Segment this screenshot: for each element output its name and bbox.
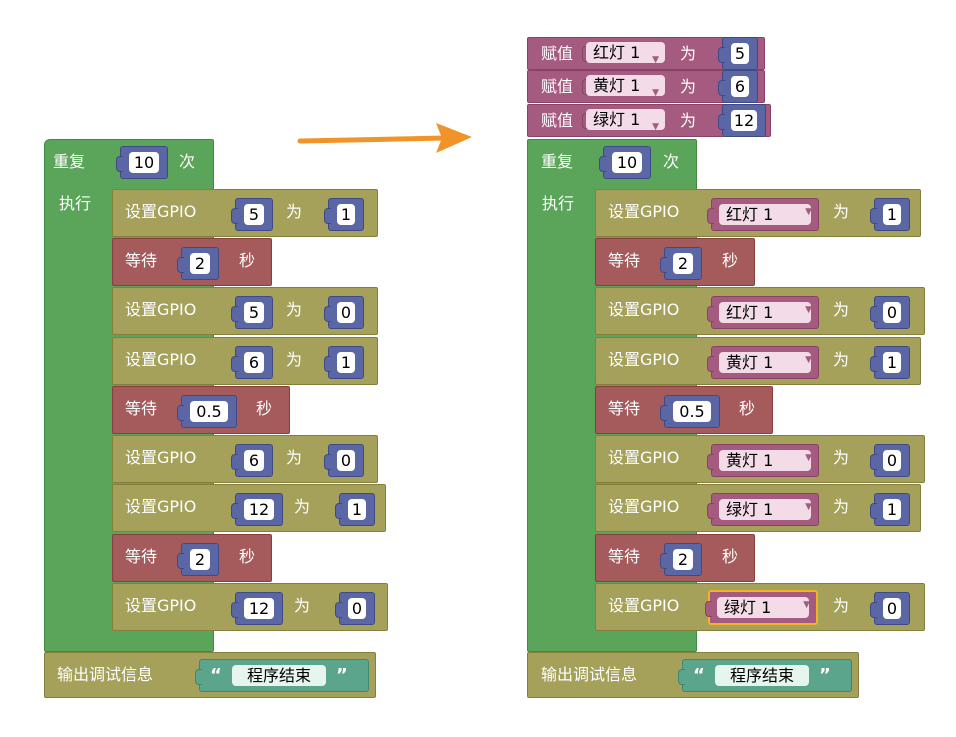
left-gpio-block[interactable]: 设置GPIO 12 为 0 xyxy=(112,583,388,631)
value-input[interactable]: 0 xyxy=(335,592,375,625)
wait-seconds-input[interactable]: 0.5 xyxy=(177,395,237,428)
dropdown-arrow-icon: ▼ xyxy=(805,502,812,512)
repeat-count-input[interactable]: 10 xyxy=(116,146,168,179)
value-input[interactable]: 1 xyxy=(324,346,364,379)
right-gpio-block[interactable]: 设置GPIO 绿灯 1▼ 为 1 xyxy=(595,484,921,532)
wait-seconds-input[interactable]: 2 xyxy=(177,543,219,576)
left-gpio-block[interactable]: 设置GPIO 5 为 1 xyxy=(112,189,378,237)
times-label: 次 xyxy=(663,152,680,171)
left-wait-block[interactable]: 等待 0.5 秒 xyxy=(112,386,290,434)
wait-seconds-input[interactable]: 0.5 xyxy=(660,395,720,428)
right-gpio-block[interactable]: 设置GPIO 红灯 1▼ 为 1 xyxy=(595,189,921,237)
repeat-label: 重复 xyxy=(541,152,574,171)
right-assign-block[interactable]: 赋值 绿灯 1▼ 为 12 xyxy=(527,104,771,137)
variable-dropdown[interactable]: 红灯 1▼ xyxy=(707,198,819,231)
do-label: 执行 xyxy=(542,194,575,213)
text-literal[interactable]: “ 程序结束 ” xyxy=(678,659,852,692)
right-wait-block[interactable]: 等待 2 秒 xyxy=(595,534,755,582)
dropdown-arrow-icon: ▼ xyxy=(805,355,812,365)
right-assign-block[interactable]: 赋值 黄灯 1▼ 为 6 xyxy=(527,70,765,103)
right-wait-block[interactable]: 等待 2 秒 xyxy=(595,238,755,286)
value-input[interactable]: 0 xyxy=(870,296,910,329)
value-input[interactable]: 0 xyxy=(324,296,364,329)
dropdown-arrow-icon: ▼ xyxy=(652,55,659,65)
value-input[interactable]: 0 xyxy=(870,444,910,477)
dropdown-arrow-icon: ▼ xyxy=(805,305,812,315)
right-gpio-block[interactable]: 设置GPIO 黄灯 1▼ 为 1 xyxy=(595,337,921,385)
variable-dropdown[interactable]: 黄灯 1▼ xyxy=(707,346,819,379)
pin-input[interactable]: 6 xyxy=(231,444,273,477)
left-wait-block[interactable]: 等待 2 秒 xyxy=(112,238,272,286)
variable-dropdown[interactable]: 黄灯 1▼ xyxy=(707,444,819,477)
right-print-block[interactable]: 输出调试信息 “ 程序结束 ” xyxy=(527,652,859,698)
do-label: 执行 xyxy=(59,194,92,213)
variable-dropdown[interactable]: 红灯 1▼ xyxy=(707,296,819,329)
dropdown-arrow-icon: ▼ xyxy=(652,122,659,132)
variable-dropdown[interactable]: 红灯 1▼ xyxy=(582,37,677,70)
dropdown-arrow-icon: ▼ xyxy=(805,453,812,463)
wait-seconds-input[interactable]: 2 xyxy=(660,247,702,280)
variable-dropdown[interactable]: 黄灯 1▼ xyxy=(582,70,677,103)
value-input[interactable]: 1 xyxy=(335,493,375,526)
variable-dropdown-selected[interactable]: 绿灯 1▼ xyxy=(705,590,818,625)
left-gpio-block[interactable]: 设置GPIO 6 为 0 xyxy=(112,435,378,483)
value-input[interactable]: 1 xyxy=(870,346,910,379)
arrow-head xyxy=(436,123,472,153)
left-gpio-block[interactable]: 设置GPIO 5 为 0 xyxy=(112,287,378,335)
value-input[interactable]: 0 xyxy=(870,592,910,625)
right-gpio-block[interactable]: 设置GPIO 绿灯 1▼ 为 0 xyxy=(595,583,925,631)
arrow-icon xyxy=(297,123,472,153)
value-input[interactable]: 1 xyxy=(870,493,910,526)
value-input[interactable]: 1 xyxy=(870,198,910,231)
variable-dropdown[interactable]: 绿灯 1▼ xyxy=(707,493,819,526)
pin-input[interactable]: 12 xyxy=(231,493,283,526)
pin-input[interactable]: 6 xyxy=(231,346,273,379)
left-gpio-block[interactable]: 设置GPIO 12 为 1 xyxy=(112,484,386,532)
arrow-shaft xyxy=(297,135,449,144)
right-assign-block[interactable]: 赋值 红灯 1▼ 为 5 xyxy=(527,37,765,70)
times-label: 次 xyxy=(179,152,196,171)
value-input[interactable]: 6 xyxy=(718,70,758,103)
pin-input[interactable]: 12 xyxy=(231,592,283,625)
right-gpio-block[interactable]: 设置GPIO 黄灯 1▼ 为 0 xyxy=(595,435,925,483)
variable-dropdown[interactable]: 绿灯 1▼ xyxy=(582,104,677,137)
wait-seconds-input[interactable]: 2 xyxy=(660,543,702,576)
dropdown-arrow-icon: ▼ xyxy=(803,600,810,610)
value-input[interactable]: 5 xyxy=(718,37,758,70)
right-gpio-block[interactable]: 设置GPIO 红灯 1▼ 为 0 xyxy=(595,287,925,335)
left-wait-block[interactable]: 等待 2 秒 xyxy=(112,534,272,582)
repeat-label: 重复 xyxy=(53,152,86,171)
left-print-block[interactable]: 输出调试信息 “ 程序结束 ” xyxy=(44,652,376,698)
dropdown-arrow-icon: ▼ xyxy=(652,88,659,98)
pin-input[interactable]: 5 xyxy=(231,296,273,329)
dropdown-arrow-icon: ▼ xyxy=(805,207,812,217)
value-input[interactable]: 0 xyxy=(324,444,364,477)
pin-input[interactable]: 5 xyxy=(231,198,273,231)
right-wait-block[interactable]: 等待 0.5 秒 xyxy=(595,386,773,434)
value-input[interactable]: 12 xyxy=(718,104,766,137)
left-gpio-block[interactable]: 设置GPIO 6 为 1 xyxy=(112,337,378,385)
wait-seconds-input[interactable]: 2 xyxy=(177,247,219,280)
repeat-count-input[interactable]: 10 xyxy=(599,146,651,179)
text-literal[interactable]: “ 程序结束 ” xyxy=(195,659,369,692)
value-input[interactable]: 1 xyxy=(324,198,364,231)
